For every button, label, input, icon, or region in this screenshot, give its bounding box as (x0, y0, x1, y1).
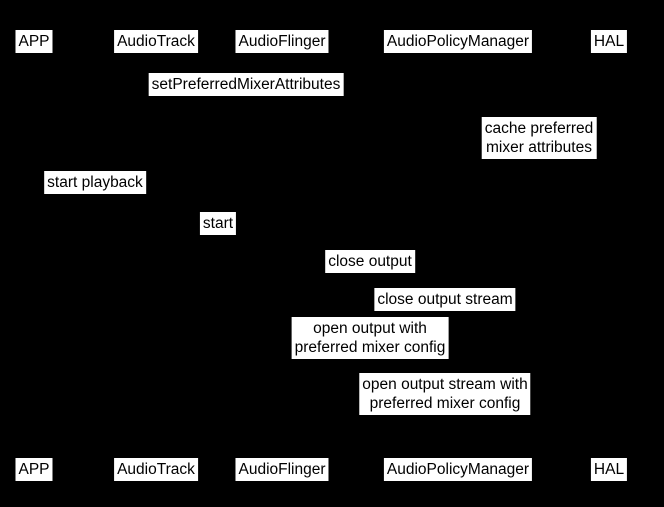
message-open-output-with-preferred-mixer-config: open output with preferred mixer config (291, 317, 449, 359)
participant-hal-top: HAL (590, 30, 628, 53)
participant-audiotrack-bottom: AudioTrack (114, 458, 198, 481)
participant-audioflinger-bottom: AudioFlinger (235, 458, 329, 481)
participant-audiopolicymanager-top: AudioPolicyManager (383, 30, 533, 53)
message-open-output-stream-with-preferred-mixer-config: open output stream with preferred mixer … (359, 373, 531, 415)
message-cache-preferred-mixer-attributes: cache preferred mixer attributes (481, 117, 597, 159)
message-start: start (199, 212, 237, 235)
participant-hal-bottom: HAL (590, 458, 628, 481)
participant-audioflinger-top: AudioFlinger (235, 30, 329, 53)
message-start-playback: start playback (44, 171, 146, 194)
participant-audiopolicymanager-bottom: AudioPolicyManager (383, 458, 533, 481)
message-close-output: close output (325, 250, 415, 273)
participant-app-top: APP (15, 30, 53, 53)
message-set-preferred-mixer-attributes: setPreferredMixerAttributes (148, 73, 344, 96)
message-close-output-stream: close output stream (374, 288, 516, 311)
participant-app-bottom: APP (15, 458, 53, 481)
participant-audiotrack-top: AudioTrack (114, 30, 198, 53)
